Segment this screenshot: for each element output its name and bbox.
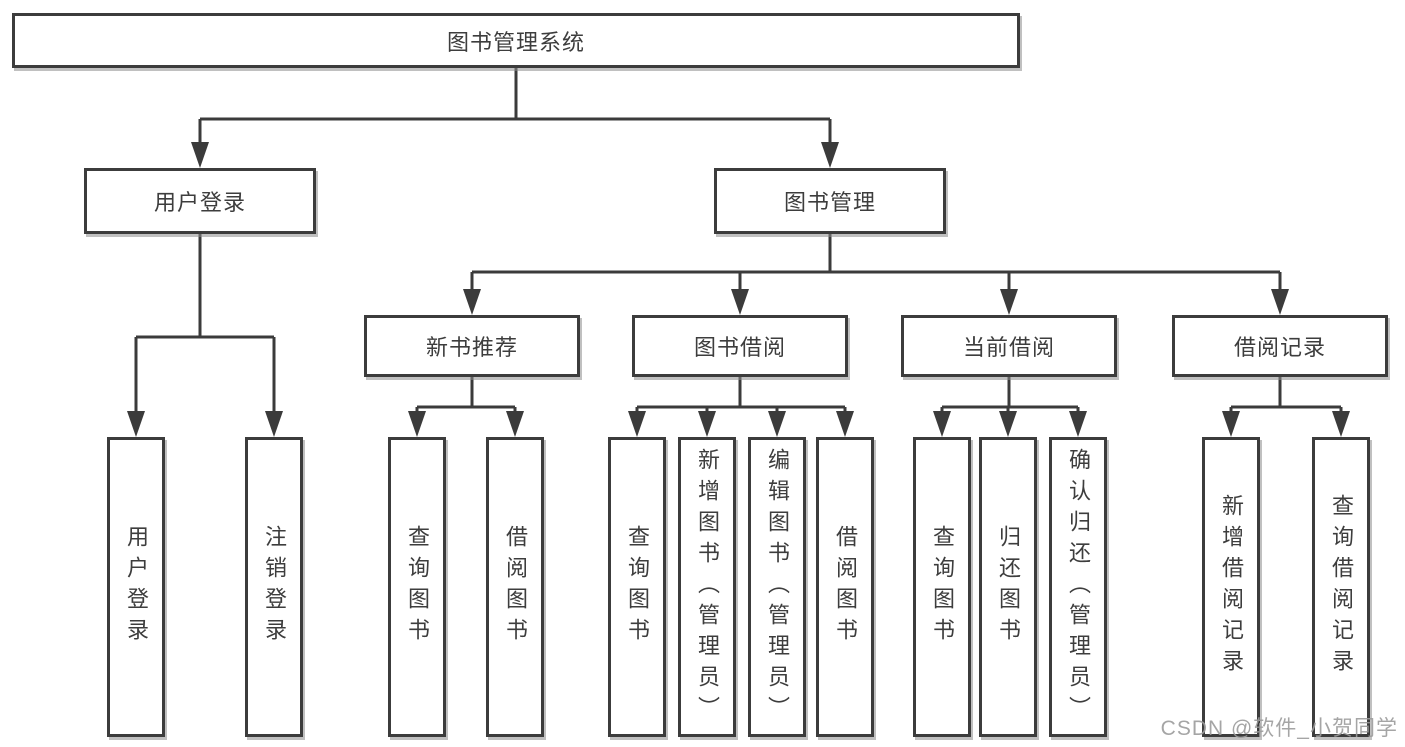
node-label: 新增借阅记录 [1219,494,1244,680]
node-current-borrow: 当前借阅 [901,315,1117,377]
node-label: 借阅图书 [833,525,858,649]
leaf-add-books-admin: 新增图书（管理员） [678,437,736,737]
node-label: 注销登录 [262,525,287,649]
node-label: 图书管理 [783,190,876,215]
node-label: 当前借阅 [962,335,1055,360]
node-label: 用户登录 [124,525,149,649]
node-label: 图书借阅 [693,335,786,360]
node-book-borrow: 图书借阅 [632,315,848,377]
node-label: 新增图书（管理员） [695,447,720,727]
node-label: 借阅记录 [1233,335,1326,360]
node-label: 编辑图书（管理员） [765,447,790,727]
leaf-borrow-books: 借阅图书 [816,437,874,737]
node-label: 归还图书 [996,525,1021,649]
node-label: 用户登录 [153,190,246,215]
csdn-watermark: CSDN @软件_小贺同学 [1160,717,1398,740]
leaf-query-books-borrow: 查询图书 [608,437,666,737]
node-library-management-system: 图书管理系统 [12,13,1020,68]
node-user-login: 用户登录 [84,168,316,234]
leaf-add-borrow-record: 新增借阅记录 [1202,437,1260,737]
node-borrow-records: 借阅记录 [1172,315,1388,377]
node-label: 确认归还（管理员） [1066,447,1091,727]
node-label: 新书推荐 [425,335,518,360]
leaf-confirm-return-admin: 确认归还（管理员） [1049,437,1107,737]
leaf-borrow-books-recommend: 借阅图书 [486,437,544,737]
leaf-edit-books-admin: 编辑图书（管理员） [748,437,806,737]
leaf-logout: 注销登录 [245,437,303,737]
node-label: 图书管理系统 [446,29,585,55]
leaf-query-books-recommend: 查询图书 [388,437,446,737]
node-label: 查询图书 [930,525,955,649]
leaf-return-books: 归还图书 [979,437,1037,737]
node-book-management: 图书管理 [714,168,946,234]
leaf-user-login: 用户登录 [107,437,165,737]
node-label: 查询借阅记录 [1329,494,1354,680]
node-label: 查询图书 [405,525,430,649]
leaf-query-borrow-record: 查询借阅记录 [1312,437,1370,737]
leaf-query-books-current: 查询图书 [913,437,971,737]
node-label: 查询图书 [625,525,650,649]
node-label: 借阅图书 [503,525,528,649]
node-new-book-recommend: 新书推荐 [364,315,580,377]
